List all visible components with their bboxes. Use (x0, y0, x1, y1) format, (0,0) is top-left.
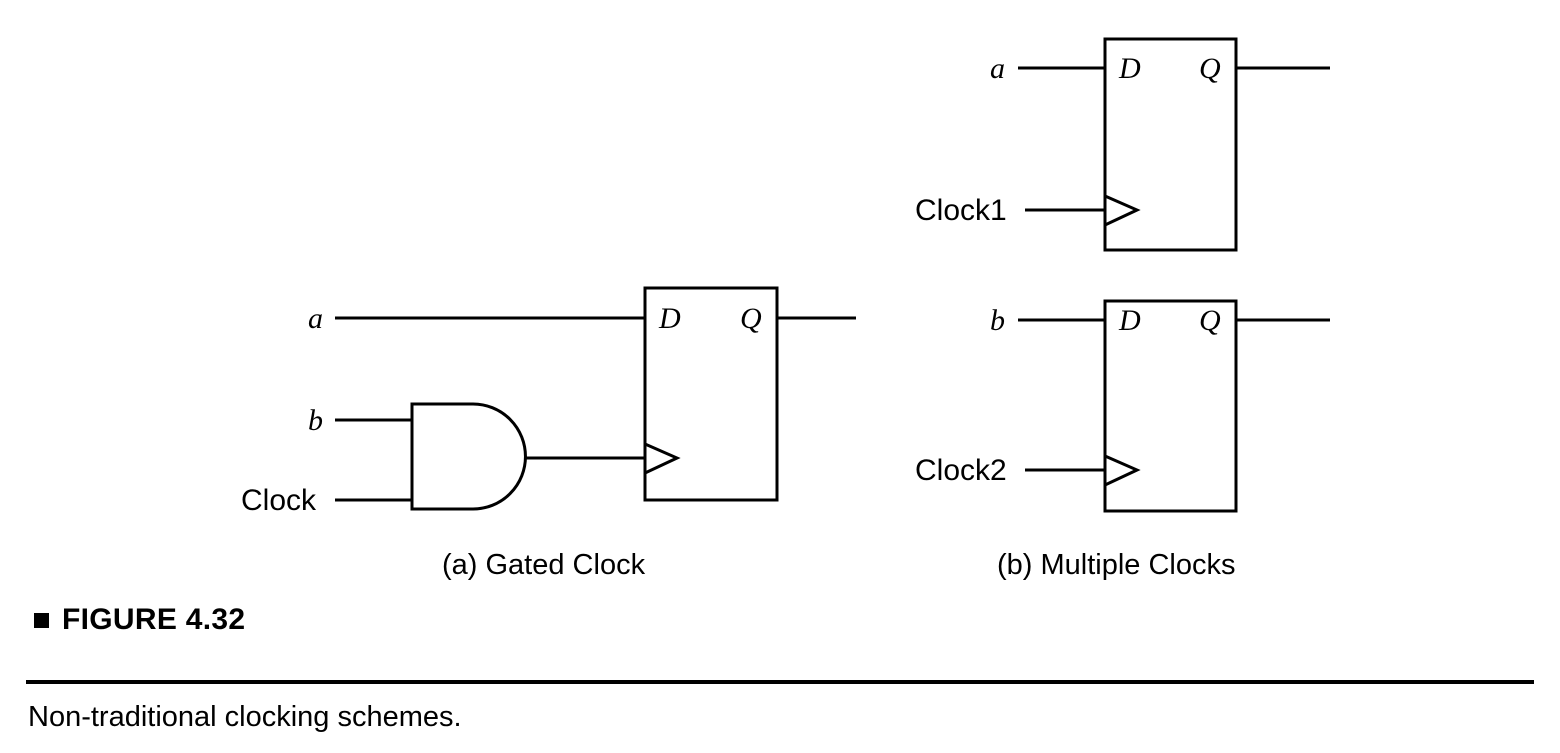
clock-triangle-icon-b-bottom (1104, 454, 1141, 487)
square-bullet-icon (34, 612, 49, 628)
panel-b-top-clock-label: Clock1 (915, 194, 1007, 227)
panel-a-pin-d-label: D (659, 302, 681, 335)
panel-a-subcaption: (a) Gated Clock (442, 549, 646, 581)
panel-b-top-pin-q-label: Q (1199, 52, 1221, 85)
figure-number-label: FIGURE 4.32 (62, 603, 246, 636)
flipflop-b-bottom-box (1103, 299, 1238, 513)
flipflop-b-top-box (1103, 37, 1238, 252)
panel-b-top-pin-d-label: D (1119, 52, 1141, 85)
figure-heading: FIGURE 4.32 (34, 605, 245, 635)
panel-b-bottom-pin-q-label: Q (1199, 304, 1221, 337)
panel-a-input-a-label: a (308, 302, 323, 335)
panel-a-input-clock-label: Clock (241, 484, 317, 517)
panel-a-pin-q-label: Q (740, 302, 762, 335)
and-gate-body (410, 402, 527, 511)
figure-caption: Non-traditional clocking schemes. (28, 701, 462, 733)
flipflop-a-box (643, 286, 779, 502)
panel-b-bottom-pin-d-label: D (1119, 304, 1141, 337)
schematic-drawing: a b Clock D Q (a) Gated Clock a Clock1 D… (241, 37, 1330, 581)
clock-triangle-icon-a (644, 442, 681, 475)
panel-b-bottom-clock-label: Clock2 (915, 454, 1007, 487)
panel-b-subcaption: (b) Multiple Clocks (997, 549, 1236, 581)
panel-b-top-input-label: a (990, 52, 1005, 85)
panel-b-circuit (1018, 37, 1330, 513)
panel-a-circuit (335, 286, 856, 511)
panel-b-bottom-input-label: b (990, 304, 1005, 337)
schematic-svg (335, 37, 1330, 513)
figure-divider-rule (26, 680, 1534, 684)
clock-triangle-icon-b-top (1104, 194, 1141, 227)
panel-a-input-b-label: b (308, 404, 323, 437)
